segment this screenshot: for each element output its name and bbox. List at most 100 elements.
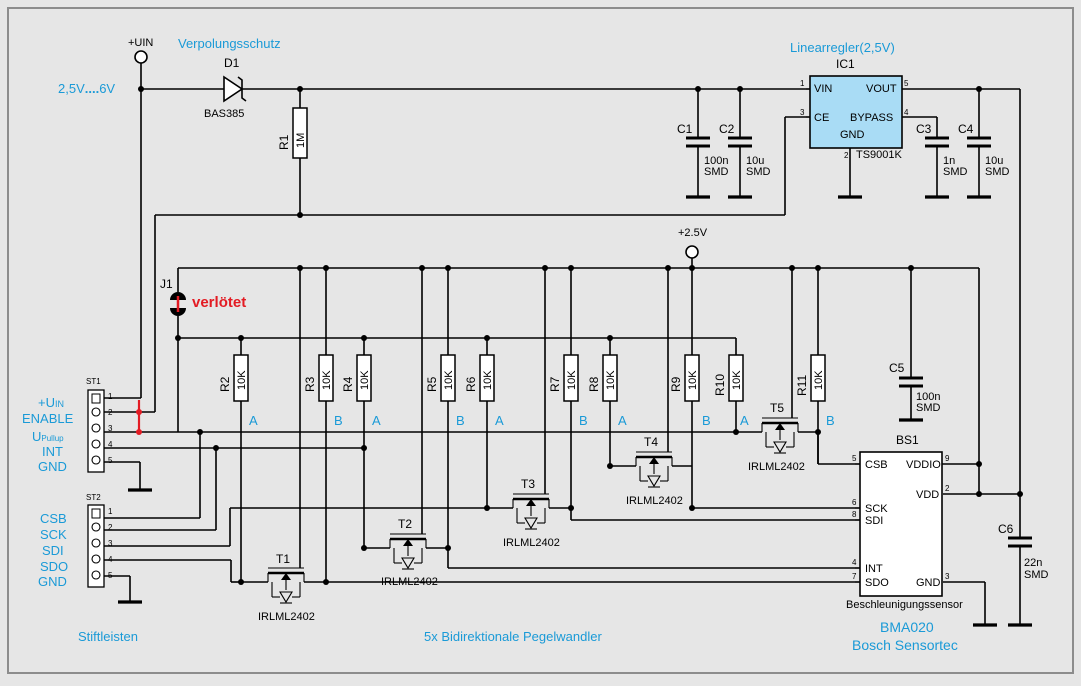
- svg-text:4: 4: [904, 108, 909, 117]
- svg-text:10K: 10K: [605, 370, 617, 390]
- svg-text:10K: 10K: [359, 370, 371, 390]
- uin-terminal: [134, 50, 148, 64]
- r7-ref: R7: [548, 376, 562, 392]
- svg-text:SDO: SDO: [865, 577, 889, 589]
- stiftleisten-label: Stiftleisten: [78, 629, 138, 644]
- capacitor-c4: [967, 89, 991, 199]
- capacitor-c1: [686, 89, 710, 199]
- svg-text:5: 5: [108, 456, 113, 465]
- supply-range: 2,5V....6V: [58, 81, 115, 96]
- t1-ref: T1: [276, 552, 290, 566]
- c4-ref: C4: [958, 122, 974, 136]
- svg-text:CSB: CSB: [40, 511, 67, 526]
- t4-ref: T4: [644, 435, 658, 449]
- bs1-sensor: [859, 451, 943, 597]
- r3-ref: R3: [303, 376, 317, 392]
- rail-terminal: [685, 245, 699, 259]
- svg-text:10u: 10u: [985, 155, 1003, 167]
- svg-text:B: B: [826, 413, 835, 428]
- svg-text:SMD: SMD: [1024, 569, 1049, 581]
- svg-text:B: B: [456, 413, 465, 428]
- svg-text:3: 3: [800, 108, 805, 117]
- svg-text:1: 1: [108, 392, 113, 401]
- resistor-r10: [728, 338, 744, 432]
- transistor-t3: [512, 493, 550, 530]
- uin-label: +UIN: [128, 37, 153, 49]
- svg-text:6: 6: [852, 498, 857, 507]
- st2-ref: ST2: [86, 493, 101, 502]
- svg-text:5: 5: [904, 79, 909, 88]
- svg-text:2: 2: [844, 151, 849, 160]
- svg-text:GND: GND: [840, 129, 865, 141]
- c2-ref: C2: [719, 122, 735, 136]
- svg-text:GND: GND: [916, 577, 941, 589]
- resistor-r6: [479, 338, 495, 508]
- svg-text:SMD: SMD: [916, 402, 941, 414]
- svg-text:100n: 100n: [916, 391, 940, 403]
- svg-text:A: A: [372, 413, 381, 428]
- svg-text:3: 3: [108, 424, 113, 433]
- resistor-r5: [440, 268, 456, 548]
- svg-text:10K: 10K: [813, 370, 825, 390]
- svg-text:SCK: SCK: [865, 503, 888, 515]
- r1-ref: R1: [277, 134, 291, 150]
- svg-text:100n: 100n: [704, 155, 728, 167]
- c1-ref: C1: [677, 122, 693, 136]
- r4-ref: R4: [341, 376, 355, 392]
- rail-label: +2.5V: [678, 227, 708, 239]
- svg-text:SMD: SMD: [746, 166, 771, 178]
- svg-text:10K: 10K: [687, 370, 699, 390]
- resistor-r2: [233, 338, 249, 582]
- verpolungsschutz-title: Verpolungsschutz: [178, 36, 281, 51]
- svg-text:IRLML2402: IRLML2402: [748, 461, 805, 473]
- svg-text:B: B: [579, 413, 588, 428]
- bosch-label: Bosch Sensortec: [852, 637, 958, 653]
- svg-text:10u: 10u: [746, 155, 764, 167]
- r10-ref: R10: [713, 374, 727, 396]
- svg-text:SMD: SMD: [704, 166, 729, 178]
- c5-ref: C5: [889, 361, 905, 375]
- svg-text:9: 9: [945, 454, 950, 463]
- svg-text:7: 7: [852, 572, 857, 581]
- svg-text:10K: 10K: [482, 370, 494, 390]
- svg-text:2: 2: [108, 523, 113, 532]
- svg-text:SDI: SDI: [42, 543, 64, 558]
- bs1-description: Beschleunigungssensor: [846, 599, 963, 611]
- svg-text:2: 2: [945, 484, 950, 493]
- svg-text:BYPASS: BYPASS: [850, 112, 893, 124]
- r5-ref: R5: [425, 376, 439, 392]
- svg-text:3: 3: [108, 539, 113, 548]
- t3-ref: T3: [521, 477, 535, 491]
- svg-text:10K: 10K: [731, 370, 743, 390]
- r1-value: 1M: [295, 133, 307, 148]
- svg-text:4: 4: [108, 440, 113, 449]
- d1-part: BAS385: [204, 108, 244, 120]
- svg-text:A: A: [740, 413, 749, 428]
- svg-text:B: B: [702, 413, 711, 428]
- t5-ref: T5: [770, 401, 784, 415]
- ic1-regulator: [809, 75, 903, 149]
- svg-text:3: 3: [945, 572, 950, 581]
- svg-text:22n: 22n: [1024, 557, 1042, 569]
- resistor-r4: [356, 338, 372, 548]
- capacitor-c5: [899, 268, 923, 422]
- capacitor-c3: [925, 117, 949, 199]
- svg-text:VIN: VIN: [814, 83, 832, 95]
- svg-text:A: A: [618, 413, 627, 428]
- d1-ref: D1: [224, 56, 240, 70]
- t2-ref: T2: [398, 517, 412, 531]
- resistor-r7: [563, 268, 579, 520]
- resistor-r8: [602, 338, 618, 466]
- svg-text:ENABLE: ENABLE: [22, 411, 74, 426]
- svg-text:SDI: SDI: [865, 515, 883, 527]
- transistor-t4: [635, 451, 673, 488]
- svg-text:CSB: CSB: [865, 459, 888, 471]
- svg-text:10K: 10K: [443, 370, 455, 390]
- svg-text:8: 8: [852, 510, 857, 519]
- r6-ref: R6: [464, 376, 478, 392]
- svg-text:1n: 1n: [943, 155, 955, 167]
- svg-text:SMD: SMD: [943, 166, 968, 178]
- svg-text:VDD: VDD: [916, 489, 939, 501]
- st1-upullup: UPullup: [32, 429, 64, 444]
